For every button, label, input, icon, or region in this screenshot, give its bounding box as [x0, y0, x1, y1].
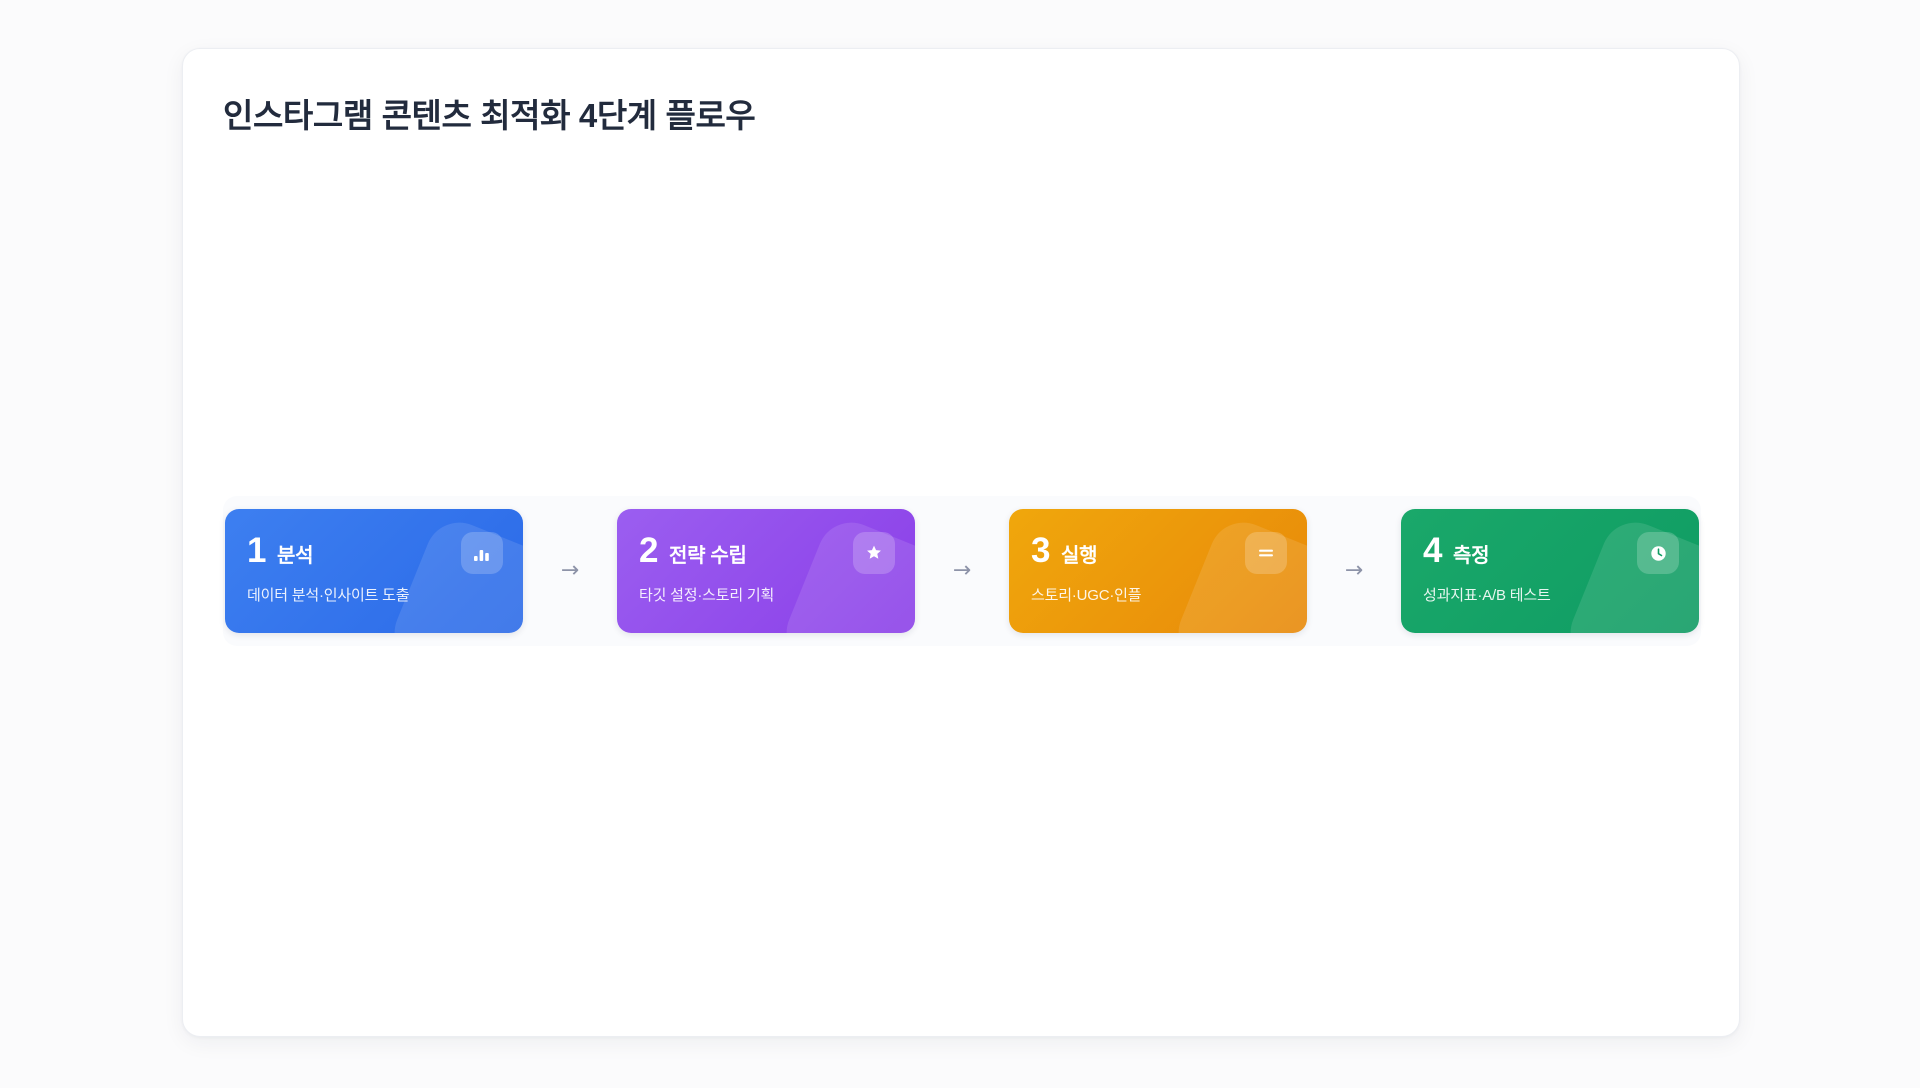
step-label: 전략 수립	[668, 545, 747, 567]
step-description: 타깃 설정·스토리 기획	[639, 587, 775, 604]
star-icon	[853, 532, 895, 574]
flow-connector-arrow-3: →	[1344, 558, 1364, 583]
flow-step-heading-3: 3 실행	[1031, 533, 1097, 568]
decorative-shape	[776, 512, 915, 633]
step-label: 분석	[276, 545, 314, 567]
decorative-shape	[1168, 512, 1307, 633]
step-label: 실행	[1060, 545, 1098, 567]
flow-step-card-3[interactable]: 3 실행 스토리·UGC·인플	[1009, 509, 1307, 633]
flow-step-card-1[interactable]: 1 분석 데이터 분석·인사이트 도출	[225, 509, 523, 633]
step-number: 2	[639, 531, 658, 570]
flow-step-card-4[interactable]: 4 측정 성과지표·A/B 테스트	[1401, 509, 1699, 633]
flow-connector-arrow-1: →	[560, 558, 580, 583]
step-label: 측정	[1452, 545, 1490, 567]
flow-step-heading-1: 1 분석	[247, 533, 313, 568]
step-description: 데이터 분석·인사이트 도출	[247, 587, 410, 604]
equals-icon	[1245, 532, 1287, 574]
step-description: 성과지표·A/B 테스트	[1423, 587, 1551, 604]
clock-icon	[1637, 532, 1679, 574]
flow-step-heading-2: 2 전략 수립	[639, 533, 747, 568]
flow-steps-row: 1 분석 데이터 분석·인사이트 도출 → 2 전략	[223, 496, 1701, 646]
step-number: 3	[1031, 531, 1050, 570]
decorative-shape	[384, 512, 523, 633]
flow-step-heading-4: 4 측정	[1423, 533, 1489, 568]
page-title: 인스타그램 콘텐츠 최적화 4단계 플로우	[223, 97, 756, 134]
step-number: 1	[247, 531, 266, 570]
content-panel: 인스타그램 콘텐츠 최적화 4단계 플로우 1 분석 데이터 분석·인사이트 도…	[182, 48, 1740, 1037]
flow-step-card-2[interactable]: 2 전략 수립 타깃 설정·스토리 기획	[617, 509, 915, 633]
decorative-shape	[1560, 512, 1699, 633]
step-description: 스토리·UGC·인플	[1031, 587, 1142, 604]
flow-connector-arrow-2: →	[952, 558, 972, 583]
step-number: 4	[1423, 531, 1442, 570]
bar-chart-icon	[461, 532, 503, 574]
